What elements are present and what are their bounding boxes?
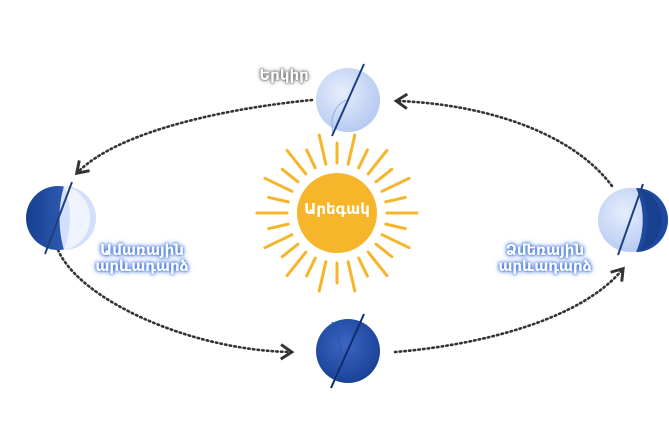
sun-ray	[380, 233, 411, 250]
sun-disc	[297, 173, 377, 253]
sun-ray	[357, 148, 369, 170]
sun-ray	[380, 176, 411, 193]
summer-solstice-label: Ամառային արևադարձ	[72, 241, 212, 275]
orbit-arc-right-top	[393, 92, 614, 188]
sun-ray	[366, 250, 389, 278]
sun-ray	[317, 260, 328, 293]
sun-ray	[384, 195, 407, 204]
sun-ray	[280, 242, 300, 259]
sun-ray	[366, 148, 389, 176]
earth-label: Երկիր	[259, 66, 309, 84]
orbit-path	[56, 92, 625, 361]
summer-solstice-line1: Ամառային	[100, 241, 184, 259]
sun-ray	[285, 250, 308, 278]
orbit-arc-left-bottom	[56, 248, 295, 361]
sun-ray	[285, 148, 308, 176]
earth-right-globe	[598, 183, 668, 256]
earth-left-globe	[26, 181, 96, 255]
sun-ray	[346, 133, 357, 166]
orbit-arc-bottom-right	[393, 266, 625, 354]
sun-ray	[305, 148, 317, 170]
orbit-arc-top-left	[74, 98, 314, 176]
sun-ray	[384, 222, 407, 231]
winter-solstice-line2: արևադարձ	[498, 256, 592, 275]
earth-top-globe	[316, 63, 380, 137]
sun-ray	[346, 260, 357, 293]
sun-ray	[357, 256, 369, 278]
winter-solstice-line1: Ձմեռային	[505, 241, 585, 259]
sun-label: Արեգակ	[304, 200, 370, 218]
sun-ray	[374, 242, 394, 259]
sun-rays	[255, 133, 419, 293]
sun-ray	[267, 195, 290, 204]
summer-solstice-line2: արևադարձ	[95, 256, 189, 275]
sun-ray	[263, 233, 294, 250]
sun-ray	[263, 176, 294, 193]
sun-ray	[374, 167, 394, 184]
sun-ray	[317, 133, 328, 166]
winter-solstice-label: Ձմեռային արևադարձ	[470, 241, 620, 275]
sun-ray	[267, 222, 290, 231]
sun-ray	[305, 256, 317, 278]
sun-ray	[280, 167, 300, 184]
earth-bottom-globe	[316, 313, 380, 389]
